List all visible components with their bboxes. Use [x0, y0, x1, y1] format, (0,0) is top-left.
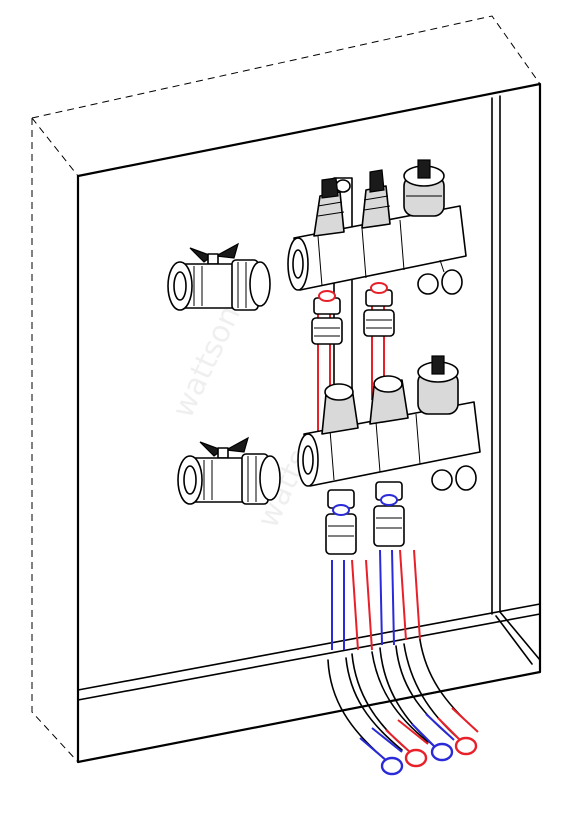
valve-cap-1 — [313, 177, 345, 237]
ball-valve-lower — [177, 436, 281, 505]
ball-valve-upper — [167, 242, 271, 311]
outlet-fitting-2 — [363, 282, 395, 337]
supply-pipe-4 — [399, 549, 421, 641]
hose-end-return-1 — [359, 727, 403, 763]
manifold-lower — [297, 355, 481, 555]
hose-end-supply-2 — [437, 707, 479, 743]
hose-1 — [327, 657, 403, 761]
outlet-fitting-3 — [325, 489, 357, 555]
valve-cap-3 — [321, 383, 359, 435]
cabinet — [31, 15, 542, 764]
valve-cap-2 — [361, 169, 391, 229]
drain-fitting-lower — [431, 465, 477, 491]
return-pipe-2 — [379, 549, 395, 646]
drain-fitting-upper — [417, 259, 463, 295]
cabinet-bottom-return — [495, 611, 541, 665]
air-vent-upper — [403, 159, 445, 217]
manifold-upper — [287, 159, 467, 471]
return-pipe-1 — [331, 560, 345, 650]
cabinet-bottom-rail — [77, 603, 541, 701]
hose-end-return-2 — [411, 713, 455, 751]
cabinet-cover-outline — [31, 15, 541, 763]
hose-4 — [403, 639, 477, 741]
valve-cap-4 — [369, 375, 409, 425]
outlet-fitting-4 — [373, 481, 405, 547]
air-vent-lower — [417, 355, 459, 415]
cabinet-back-panel — [76, 82, 542, 764]
supply-pipe-3 — [351, 559, 373, 651]
outlet-fitting-1 — [311, 290, 343, 345]
hose-end-supply-1 — [385, 719, 429, 755]
pipe-opening-4 — [454, 736, 478, 756]
pipe-opening-2 — [404, 748, 428, 768]
pipe-opening-1 — [380, 756, 404, 776]
watermark-text: wattson — [166, 300, 248, 423]
pipe-opening-3 — [430, 742, 454, 762]
